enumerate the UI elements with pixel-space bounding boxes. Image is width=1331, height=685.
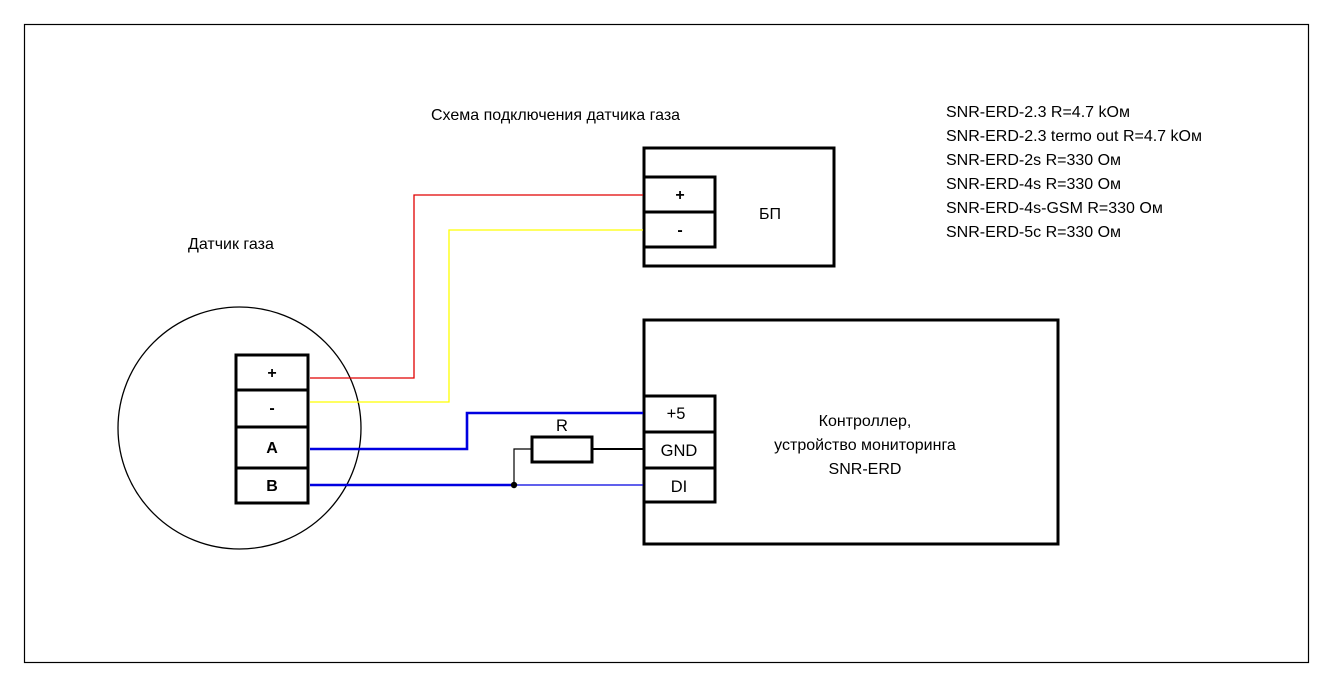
controller-label-line-2: устройство мониторинга <box>774 437 956 454</box>
controller-terminal-gnd-label: GND <box>661 442 698 460</box>
controller-block: +5 GND DI Контроллер, устройство монитор… <box>642 318 1060 546</box>
sensor-label: Датчик газа <box>188 236 274 253</box>
wire-signal-a <box>310 411 643 451</box>
note-line: SNR-ERD-2.3 R=4.7 kОм <box>946 104 1130 121</box>
sensor-terminal-b-label: B <box>266 478 278 495</box>
resistor-label: R <box>556 417 568 435</box>
controller-label-line-3: SNR-ERD <box>829 461 902 478</box>
diagram-title: Схема подключения датчика газа <box>431 107 680 124</box>
resistor: R <box>530 417 594 464</box>
sensor-terminal-plus <box>234 353 310 392</box>
sensor-terminal-a <box>234 425 310 470</box>
resistor-body <box>530 435 594 464</box>
sensor-body-circle <box>117 306 362 550</box>
note-line: SNR-ERD-2.3 termo out R=4.7 kОм <box>946 128 1202 145</box>
psu-block: + - БП <box>642 146 836 268</box>
gas-sensor: Датчик газа + - A B <box>117 236 362 550</box>
note-line: SNR-ERD-2s R=330 Ом <box>946 152 1121 169</box>
wire-power-plus <box>310 194 643 379</box>
outer-frame <box>23 23 1310 664</box>
wires <box>310 194 643 489</box>
note-line: SNR-ERD-4s R=330 Ом <box>946 176 1121 193</box>
psu-terminal-plus-label: + <box>675 187 684 204</box>
wire-resistor-to-junction <box>513 448 532 485</box>
sensor-terminal-minus <box>234 388 310 429</box>
resistor-notes: SNR-ERD-2.3 R=4.7 kОм SNR-ERD-2.3 termo … <box>946 104 1202 241</box>
junction-dot <box>510 481 518 489</box>
note-line: SNR-ERD-4s-GSM R=330 Ом <box>946 200 1163 217</box>
wire-power-minus <box>310 229 643 403</box>
controller-terminal-di <box>642 466 717 504</box>
sensor-terminal-b <box>234 466 310 505</box>
controller-terminal-di-label: DI <box>671 478 688 496</box>
note-line: SNR-ERD-5c R=330 Ом <box>946 224 1121 241</box>
psu-terminal-minus-label: - <box>677 222 682 239</box>
psu-label: БП <box>759 206 781 223</box>
controller-terminal-5v-label: +5 <box>667 405 686 423</box>
psu-terminal-minus <box>642 210 717 249</box>
sensor-terminal-plus-label: + <box>267 365 276 382</box>
sensor-terminal-a-label: A <box>266 440 278 457</box>
controller-label-line-1: Контроллер, <box>819 413 912 430</box>
sensor-terminal-minus-label: - <box>269 400 274 417</box>
